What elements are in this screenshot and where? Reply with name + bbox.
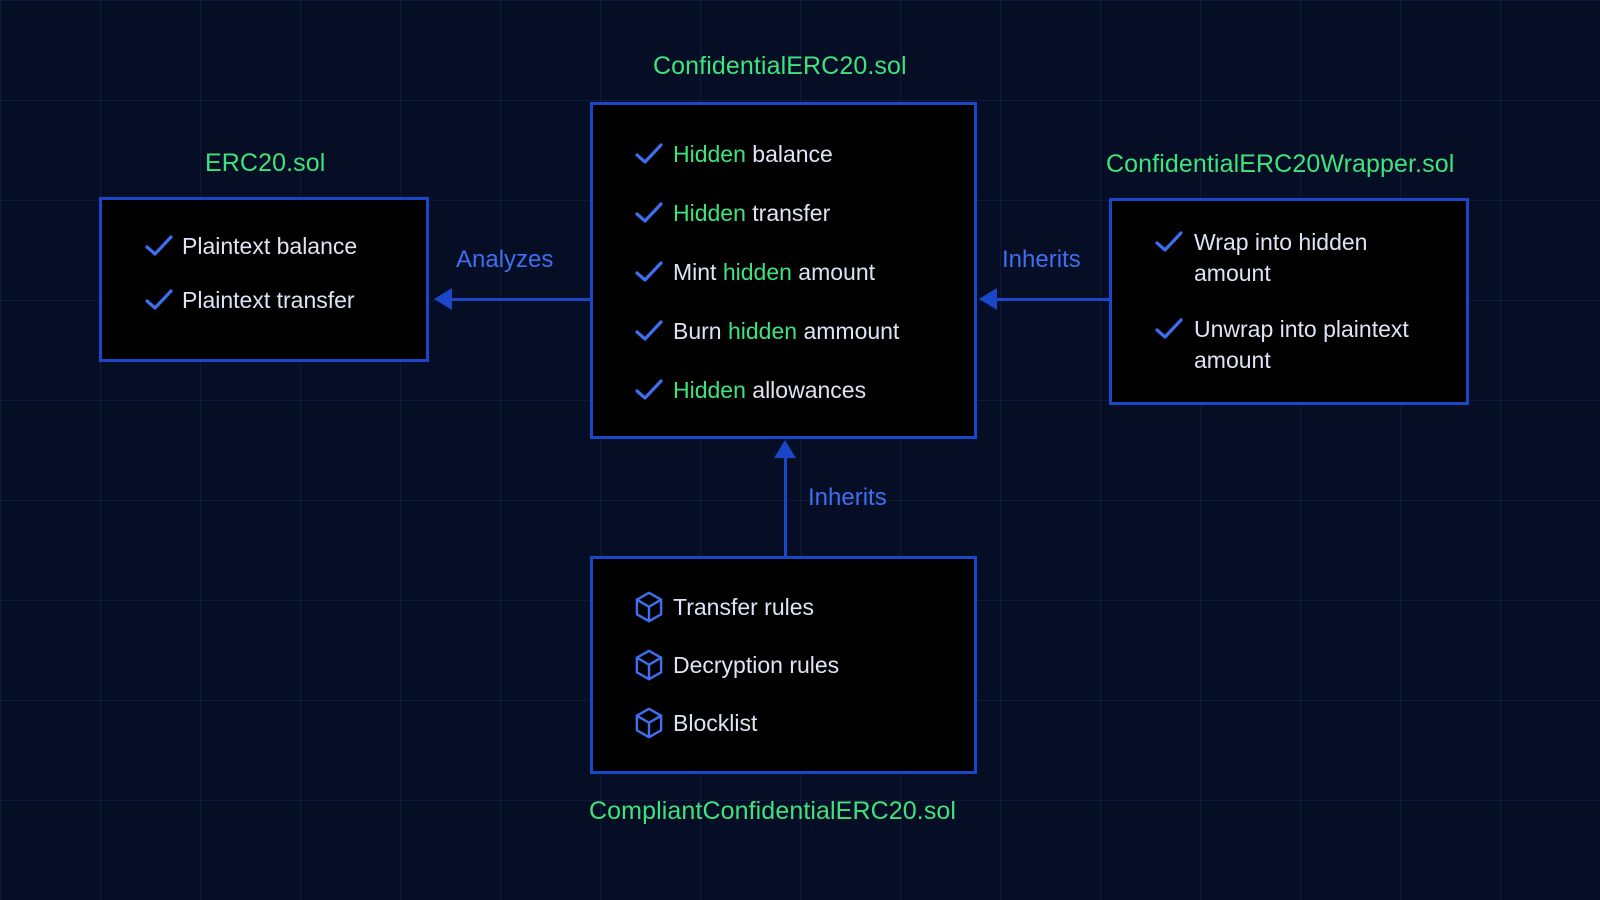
edge-analyzes-line [452, 298, 592, 301]
list-item-label: Wrap into hidden amount [1194, 229, 1368, 287]
check-icon [136, 230, 182, 262]
check-icon [1144, 313, 1194, 345]
edge-analyzes-label: Analyzes [456, 246, 554, 273]
list-item[interactable]: Plaintext balance [136, 230, 426, 262]
node-title-wrapper: ConfidentialERC20Wrapper.sol [1106, 150, 1455, 178]
check-icon [625, 138, 673, 170]
list-item-label: Blocklist [673, 710, 758, 737]
list-item-label: Plaintext balance [182, 233, 358, 259]
node-confidential-items: Hidden balance Hidden transfer Mint hidd… [593, 138, 974, 406]
node-title-compliant: CompliantConfidentialERC20.sol [589, 797, 957, 825]
cube-icon [625, 707, 673, 739]
node-erc20-items: Plaintext balance Plaintext transfer [102, 230, 426, 316]
list-item[interactable]: Plaintext transfer [136, 284, 426, 316]
list-item[interactable]: Mint hidden amount [625, 256, 974, 288]
list-item-rest: balance [745, 141, 833, 167]
check-icon [625, 197, 673, 229]
list-item-label: Hidden transfer [673, 197, 830, 229]
list-item[interactable]: Wrap into hidden amount [1144, 226, 1428, 289]
node-confidential[interactable]: Hidden balance Hidden transfer Mint hidd… [590, 102, 977, 439]
list-item[interactable]: Hidden allowances [625, 374, 974, 406]
edge-inherits-wrapper-arrowhead [979, 288, 997, 310]
edge-inherits-compliant-line [784, 458, 787, 557]
list-item[interactable]: Transfer rules [625, 591, 974, 623]
cube-icon [625, 649, 673, 681]
list-item-pre: Mint [673, 259, 723, 286]
check-icon [136, 284, 182, 316]
edge-analyzes-arrowhead [434, 288, 452, 310]
list-item[interactable]: Hidden balance [625, 138, 974, 170]
node-wrapper[interactable]: Wrap into hidden amount Unwrap into plai… [1109, 198, 1469, 405]
list-item[interactable]: Hidden transfer [625, 197, 974, 229]
list-item-label: Mint hidden amount [673, 256, 875, 288]
list-item-label: Transfer rules [673, 594, 815, 620]
list-item-label: Hidden balance [673, 138, 833, 170]
list-item-highlight: hidden [727, 318, 798, 345]
list-item-pre: Burn [673, 318, 728, 345]
edge-inherits-compliant-label: Inherits [808, 484, 887, 511]
list-item-label: Decryption rules [673, 652, 840, 679]
list-item-highlight: Hidden [673, 141, 746, 167]
list-item-rest: transfer [745, 200, 831, 227]
list-item-rest: amount [791, 259, 876, 286]
check-icon [1144, 226, 1194, 258]
node-wrapper-items: Wrap into hidden amount Unwrap into plai… [1112, 226, 1466, 376]
edge-inherits-wrapper-line [997, 298, 1112, 301]
check-icon [625, 315, 673, 347]
list-item-label: Hidden allowances [673, 374, 866, 406]
check-icon [625, 374, 673, 406]
list-item-label: Unwrap into plaintext amount [1194, 316, 1409, 374]
node-erc20[interactable]: Plaintext balance Plaintext transfer [99, 197, 429, 362]
list-item-rest: ammount [797, 318, 900, 345]
list-item-highlight: Hidden [673, 200, 746, 227]
list-item[interactable]: Burn hidden ammount [625, 315, 974, 347]
list-item-highlight: Hidden [673, 377, 746, 404]
node-title-confidential: ConfidentialERC20.sol [653, 52, 907, 80]
list-item[interactable]: Unwrap into plaintext amount [1144, 313, 1428, 376]
list-item[interactable]: Decryption rules [625, 649, 974, 681]
edge-inherits-compliant-arrowhead [774, 440, 796, 458]
node-compliant[interactable]: Transfer rules Decryption rules [590, 556, 977, 774]
cube-icon [625, 591, 673, 623]
list-item-label: Burn hidden ammount [673, 315, 899, 347]
list-item[interactable]: Blocklist [625, 707, 974, 739]
node-compliant-items: Transfer rules Decryption rules [593, 591, 974, 739]
list-item-highlight: hidden [722, 259, 792, 286]
edge-inherits-wrapper-label: Inherits [1002, 246, 1081, 273]
node-title-erc20: ERC20.sol [205, 149, 326, 177]
check-icon [625, 256, 673, 288]
list-item-label: Plaintext transfer [182, 287, 355, 314]
list-item-rest: allowances [745, 377, 867, 404]
